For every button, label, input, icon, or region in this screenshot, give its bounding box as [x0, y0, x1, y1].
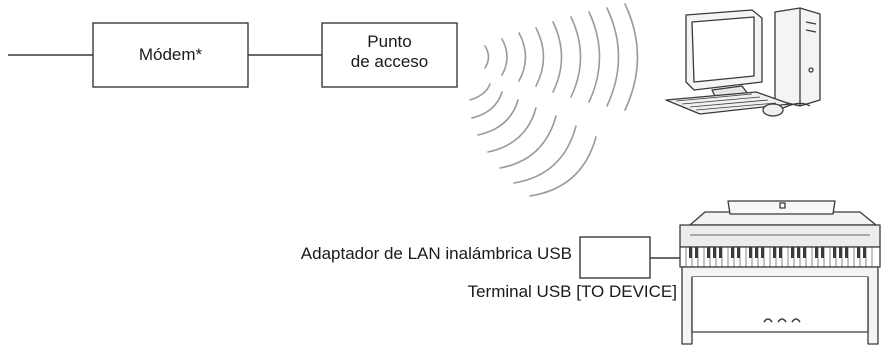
desktop-computer-icon: [665, 7, 821, 117]
usb-terminal-label: Terminal USB [TO DEVICE]: [467, 282, 677, 301]
digital-piano-icon: [679, 200, 881, 345]
wireless-waves-icon: [484, 3, 639, 111]
modem-label: Módem*: [138, 45, 203, 64]
wireless-adapter-label: Adaptador de LAN inalámbrica USB: [300, 244, 572, 263]
access-point-label-line1: Punto: [367, 32, 412, 51]
access-point-box: [321, 22, 458, 88]
wireless-waves-icon: [469, 83, 597, 197]
access-point-label-line2: de acceso: [350, 52, 429, 71]
usb-wireless-adapter-box: [579, 236, 651, 279]
access-point-label: Punto de acceso: [322, 32, 457, 72]
